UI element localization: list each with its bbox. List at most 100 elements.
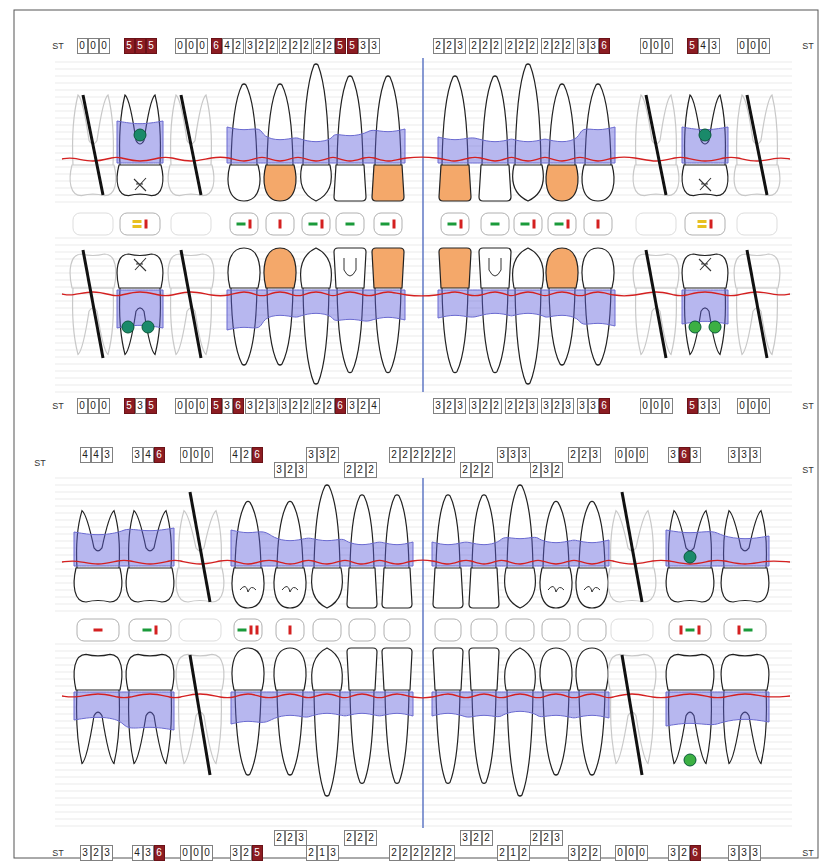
probing-depth-cell: 3 bbox=[568, 845, 579, 861]
side-label: ST bbox=[47, 398, 69, 414]
probing-depth-cell: 3 bbox=[690, 447, 701, 463]
occlusal-outline bbox=[441, 213, 469, 235]
furcation-dot bbox=[699, 129, 711, 141]
missing-tooth-stroke bbox=[190, 492, 210, 602]
missing-tooth-stroke bbox=[181, 95, 201, 195]
occlusal-outline bbox=[234, 619, 262, 641]
root-canal-mark bbox=[134, 178, 146, 191]
probing-depth-cell: 6 bbox=[690, 845, 701, 861]
probing-depth-cell: 0 bbox=[180, 447, 191, 463]
tooth-crown bbox=[513, 165, 544, 201]
occlusal-mark bbox=[381, 223, 390, 226]
probing-depth-cell: 3 bbox=[245, 38, 256, 54]
tooth-crown bbox=[439, 248, 471, 288]
tooth-root bbox=[179, 690, 222, 764]
tooth-crown bbox=[334, 165, 366, 201]
probing-depth-cell: 0 bbox=[175, 38, 186, 54]
gingival-margin-line bbox=[62, 560, 790, 564]
probing-depth-cell: 3 bbox=[590, 447, 601, 463]
probing-depth-cell: 0 bbox=[202, 447, 213, 463]
occlusal-outline bbox=[506, 619, 534, 641]
probing-depth-cell: 6 bbox=[599, 38, 610, 54]
occlusal-mark bbox=[738, 626, 741, 635]
furcation-dot bbox=[709, 321, 721, 333]
probing-depth-cell: 2 bbox=[444, 447, 455, 463]
probing-depth-cell: 6 bbox=[233, 398, 244, 414]
probing-depth-cell: 3 bbox=[328, 845, 339, 861]
fissure-mark bbox=[240, 586, 256, 592]
tooth-crown bbox=[74, 568, 122, 602]
probing-depth-cell: 3 bbox=[739, 447, 750, 463]
tooth-crown bbox=[117, 254, 163, 288]
probing-depth-cell: 0 bbox=[737, 398, 748, 414]
probing-depth-cell: 2 bbox=[366, 462, 377, 478]
occlusal-mark bbox=[145, 220, 148, 229]
probing-depth-cell: 3 bbox=[230, 845, 241, 861]
probing-depth-cell: 0 bbox=[202, 845, 213, 861]
tooth-crown bbox=[301, 165, 332, 201]
side-label: ST bbox=[797, 845, 819, 861]
probing-depth-cell: 3 bbox=[541, 398, 552, 414]
tooth-root bbox=[73, 95, 114, 165]
gingival-margin-line bbox=[62, 292, 790, 296]
side-label: ST bbox=[29, 455, 51, 471]
occlusal-mark bbox=[249, 220, 252, 229]
occlusal-mark bbox=[698, 220, 707, 223]
probing-depth-cell: 3 bbox=[296, 830, 307, 846]
missing-tooth-stroke bbox=[622, 655, 642, 775]
occlusal-mark bbox=[346, 223, 355, 226]
probing-depth-cell: 5 bbox=[252, 845, 263, 861]
tooth-crown bbox=[513, 248, 544, 288]
tooth-crown bbox=[228, 165, 260, 201]
probing-depth-cell: 4 bbox=[91, 447, 102, 463]
probing-depth-cell: 3 bbox=[455, 38, 466, 54]
probing-depth-cell: 0 bbox=[180, 845, 191, 861]
probing-depth-cell: 3 bbox=[102, 447, 113, 463]
probing-depth-cell: 2 bbox=[460, 462, 471, 478]
probing-depth-cell: 0 bbox=[197, 398, 208, 414]
probing-depth-cell: 0 bbox=[191, 447, 202, 463]
occlusal-mark bbox=[321, 220, 324, 229]
tooth-crown bbox=[734, 165, 780, 196]
probing-depth-cell: 2 bbox=[290, 38, 301, 54]
occlusal-mark bbox=[289, 626, 292, 635]
probing-depth-cell: 0 bbox=[77, 398, 88, 414]
tooth-crown bbox=[439, 165, 471, 201]
occlusal-mark bbox=[555, 223, 564, 226]
probing-depth-cell: 4 bbox=[230, 447, 241, 463]
probing-depth-cell: 3 bbox=[698, 398, 709, 414]
probing-depth-cell: 0 bbox=[640, 398, 651, 414]
probing-depth-cell: 3 bbox=[245, 398, 256, 414]
probing-depth-cell: 2 bbox=[279, 38, 290, 54]
furcation-dot bbox=[689, 321, 701, 333]
probing-depth-cell: 2 bbox=[358, 398, 369, 414]
tooth-crown bbox=[70, 165, 116, 196]
tooth-crown bbox=[232, 568, 264, 608]
furcation-dot bbox=[684, 754, 696, 766]
furcation-dot bbox=[134, 129, 146, 141]
missing-tooth-stroke bbox=[646, 95, 666, 195]
probing-depth-cell: 0 bbox=[651, 398, 662, 414]
occlusal-mark bbox=[698, 225, 707, 228]
midline bbox=[422, 58, 424, 392]
probing-depth-cell: 2 bbox=[285, 830, 296, 846]
occlusal-mark bbox=[94, 629, 103, 632]
probing-depth-cell: 2 bbox=[579, 845, 590, 861]
occlusal-outline bbox=[374, 213, 402, 235]
tooth-crown bbox=[274, 568, 306, 608]
probing-depth-cell: 5 bbox=[347, 38, 358, 54]
probing-depth-cell: 3 bbox=[455, 398, 466, 414]
probing-depth-cell: 3 bbox=[497, 447, 508, 463]
tooth-crown bbox=[433, 648, 463, 690]
occlusal-outline bbox=[514, 213, 542, 235]
probing-depth-cell: 3 bbox=[433, 398, 444, 414]
probing-depth-cell: 2 bbox=[505, 398, 516, 414]
probing-depth-cell: 6 bbox=[335, 398, 346, 414]
tooth-crown bbox=[264, 165, 296, 201]
occlusal-outline bbox=[611, 619, 653, 641]
probing-depth-cell: 3 bbox=[577, 38, 588, 54]
fissure-mark bbox=[282, 586, 298, 592]
tooth-crown bbox=[505, 648, 536, 690]
tooth-crown bbox=[633, 165, 679, 196]
tooth-crown bbox=[666, 654, 714, 690]
